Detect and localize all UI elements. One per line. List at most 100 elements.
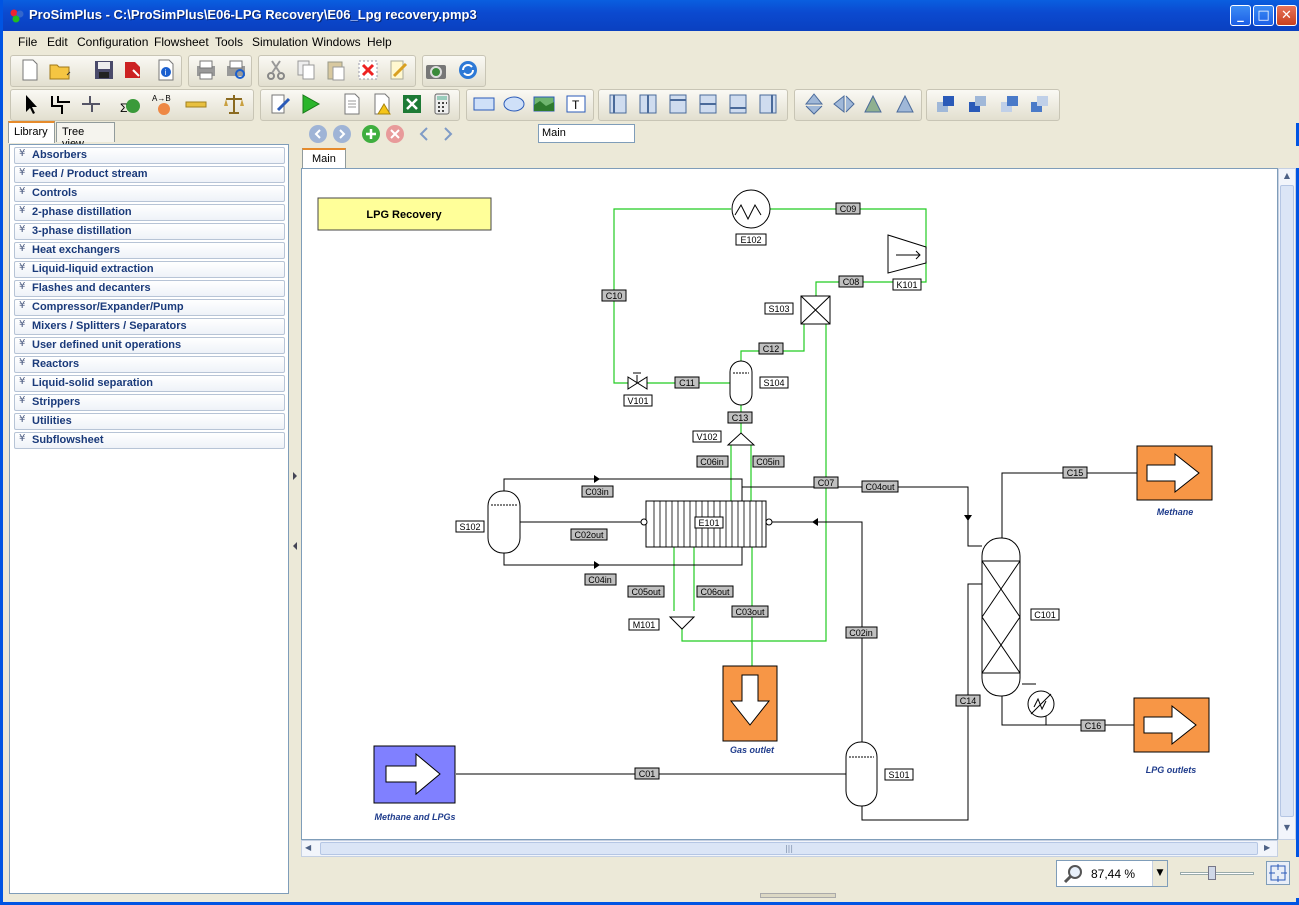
menu-help[interactable]: Help [367, 35, 392, 49]
calculator-icon[interactable] [430, 92, 454, 116]
text-tool-icon[interactable]: T [564, 92, 588, 116]
menu-windows[interactable]: Windows [312, 35, 361, 49]
print-preview-icon[interactable] [224, 58, 248, 82]
horizontal-scroll-thumb[interactable]: ||| [320, 842, 1258, 855]
library-item-mixers-splitters-separators[interactable]: ¥Mixers / Splitters / Separators [14, 318, 285, 335]
warning-report-icon[interactable] [370, 92, 394, 116]
menu-configuration[interactable]: Configuration [77, 35, 149, 49]
align-bottom-icon[interactable] [726, 92, 750, 116]
fit-to-window-icon[interactable] [1266, 861, 1290, 885]
edit-note-icon[interactable] [386, 58, 410, 82]
ruler-icon[interactable] [184, 92, 208, 116]
delete-icon[interactable] [356, 58, 380, 82]
menu-file[interactable]: File [18, 35, 38, 49]
library-item-liquid-solid-separation[interactable]: ¥Liquid-solid separation [14, 375, 285, 392]
bring-front-icon[interactable] [934, 92, 958, 116]
menu-flowsheet[interactable]: Flowsheet [154, 35, 209, 49]
scroll-right-icon[interactable]: ▶ [1264, 843, 1271, 852]
library-item-subflowsheet[interactable]: ¥Subflowsheet [14, 432, 285, 449]
new-file-icon[interactable] [18, 58, 42, 82]
reaction-icon[interactable]: A→B [150, 92, 174, 116]
flip-vertical-icon[interactable] [802, 92, 826, 116]
bring-forward-icon[interactable] [998, 92, 1022, 116]
send-back-icon[interactable] [966, 92, 990, 116]
library-item-absorbers[interactable]: ¥Absorbers [14, 147, 285, 164]
align-right-icon[interactable] [756, 92, 780, 116]
zoom-slider[interactable] [1180, 865, 1254, 881]
cut-icon[interactable] [264, 58, 288, 82]
flip-horizontal-icon[interactable] [832, 92, 856, 116]
info-icon[interactable]: i [154, 58, 178, 82]
rectangle-tool-icon[interactable] [472, 92, 496, 116]
scroll-down-icon[interactable]: ▼ [1283, 823, 1291, 832]
sum-globe-icon[interactable]: Σ [118, 92, 142, 116]
zoom-select[interactable]: 87,44 % ▼ [1056, 860, 1168, 887]
vertical-scroll-thumb[interactable] [1280, 185, 1294, 817]
excel-icon[interactable] [400, 92, 424, 116]
flowsheet-canvas[interactable]: LPG Recovery [301, 168, 1278, 840]
export-icon[interactable] [121, 58, 145, 82]
menu-tools[interactable]: Tools [215, 35, 244, 49]
save-icon[interactable] [92, 58, 116, 82]
previous-icon[interactable] [416, 125, 434, 143]
align-middle-icon[interactable] [696, 92, 720, 116]
tab-library[interactable]: Library [8, 121, 55, 143]
zoom-dropdown-icon[interactable]: ▼ [1152, 861, 1167, 886]
menu-simulation[interactable]: Simulation [252, 35, 309, 49]
vertical-scrollbar[interactable]: ▲ ▼ [1278, 168, 1296, 840]
stream-connector-icon[interactable] [48, 92, 72, 116]
camera-icon[interactable] [424, 58, 448, 82]
library-item-user-defined-unit-operations[interactable]: ¥User defined unit operations [14, 337, 285, 354]
library-item-flashes-and-decanters[interactable]: ¥Flashes and decanters [14, 280, 285, 297]
library-item-reactors[interactable]: ¥Reactors [14, 356, 285, 373]
select-pointer-icon[interactable] [18, 92, 42, 116]
refresh-globe-icon[interactable] [456, 58, 480, 82]
add-icon[interactable] [362, 125, 380, 143]
library-item-utilities[interactable]: ¥Utilities [14, 413, 285, 430]
stream-label-c05in: C05in [756, 457, 780, 467]
report-icon[interactable] [340, 92, 364, 116]
balance-scale-icon[interactable] [222, 92, 246, 116]
library-item-2-phase-distillation[interactable]: ¥2-phase distillation [14, 204, 285, 221]
chevron-down-icon: ¥ [19, 357, 26, 368]
copy-icon[interactable] [294, 58, 318, 82]
tab-main[interactable]: Main [302, 148, 346, 169]
remove-icon[interactable] [386, 125, 404, 143]
image-tool-icon[interactable] [532, 92, 556, 116]
close-button[interactable]: ✕ [1276, 5, 1297, 26]
back-icon[interactable] [309, 125, 327, 143]
tab-tree-view[interactable]: Tree view [56, 122, 115, 150]
library-item-3-phase-distillation[interactable]: ¥3-phase distillation [14, 223, 285, 240]
maximize-button[interactable]: □ [1253, 5, 1274, 26]
scroll-left-icon[interactable]: ◀ [305, 843, 312, 852]
library-item-compressor-expander-pump[interactable]: ¥Compressor/Expander/Pump [14, 299, 285, 316]
rotate-left-icon[interactable] [862, 92, 886, 116]
library-item-strippers[interactable]: ¥Strippers [14, 394, 285, 411]
open-folder-icon[interactable] [48, 58, 72, 82]
edit-document-icon[interactable] [268, 92, 292, 116]
ellipse-tool-icon[interactable] [502, 92, 526, 116]
scroll-up-icon[interactable]: ▲ [1283, 171, 1291, 180]
flowsheet-path-input[interactable]: Main [538, 124, 635, 143]
horizontal-scrollbar[interactable]: ◀ ||| ▶ [301, 840, 1278, 857]
align-left-icon[interactable] [606, 92, 630, 116]
paste-icon[interactable] [324, 58, 348, 82]
panel-splitter[interactable] [290, 122, 300, 898]
energy-connector-icon[interactable] [78, 92, 102, 116]
library-item-liquid-liquid-extraction[interactable]: ¥Liquid-liquid extraction [14, 261, 285, 278]
align-center-icon[interactable] [636, 92, 660, 116]
next-icon[interactable] [438, 125, 456, 143]
bottom-splitter-grip[interactable] [760, 893, 836, 898]
library-item-heat-exchangers[interactable]: ¥Heat exchangers [14, 242, 285, 259]
forward-icon[interactable] [333, 125, 351, 143]
minimize-button[interactable]: _ [1230, 5, 1251, 26]
menu-edit[interactable]: Edit [47, 35, 68, 49]
align-top-icon[interactable] [666, 92, 690, 116]
library-item-controls[interactable]: ¥Controls [14, 185, 285, 202]
library-item-feed-product-stream[interactable]: ¥Feed / Product stream [14, 166, 285, 183]
zoom-slider-thumb[interactable] [1208, 866, 1216, 880]
print-icon[interactable] [194, 58, 218, 82]
send-backward-icon[interactable] [1028, 92, 1052, 116]
rotate-right-icon[interactable] [892, 92, 916, 116]
run-simulation-icon[interactable] [298, 92, 322, 116]
